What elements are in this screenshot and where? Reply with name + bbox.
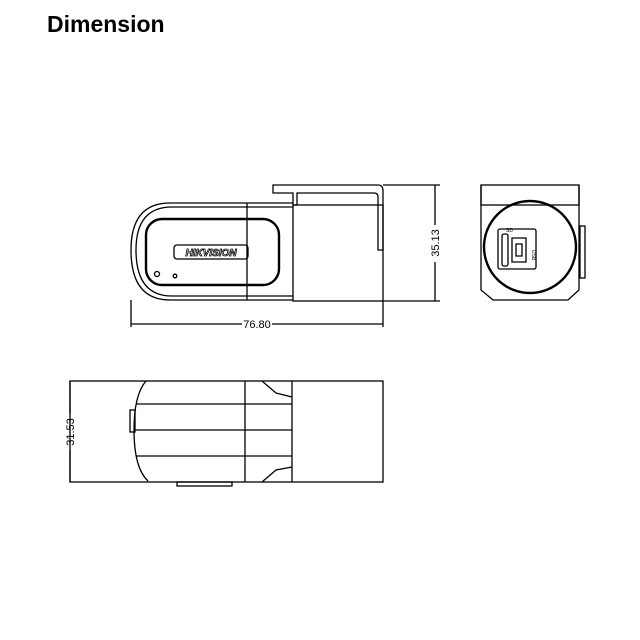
length-dimension: 76.80 (243, 319, 271, 331)
height-dimension: 35.13 (430, 229, 442, 257)
usb-port (511, 237, 527, 263)
brand-logo-frame (173, 244, 249, 260)
camera-body (130, 202, 293, 301)
front-view: HIKVISION 76.80 35.13 (130, 184, 442, 331)
sd-slot (501, 233, 509, 267)
lens-housing (482, 199, 578, 295)
mount-bracket (272, 184, 384, 251)
front-button (129, 409, 136, 433)
bottom-tab (176, 481, 233, 487)
camera-front-curve (133, 380, 149, 482)
top-view-outline (69, 380, 384, 483)
usb-label: USB (530, 250, 536, 261)
camera-lens-panel (144, 217, 281, 287)
side-view: USB SD (480, 184, 586, 301)
side-button (579, 225, 586, 279)
bracket-taper (261, 466, 293, 483)
indicator-led-icon (153, 270, 161, 278)
microphone-icon (172, 273, 178, 279)
camera-body-inner-edge (135, 206, 293, 297)
width-dimension: 31.53 (65, 418, 77, 446)
bracket-body (292, 204, 384, 302)
page-title: Dimension (47, 11, 165, 37)
brand-logo: HIKVISION (185, 248, 237, 259)
bracket-taper (261, 380, 293, 398)
top-view: 31.53 (65, 380, 384, 487)
sd-label: SD (506, 228, 513, 234)
port-panel (497, 228, 537, 270)
side-housing-outline (480, 185, 580, 301)
